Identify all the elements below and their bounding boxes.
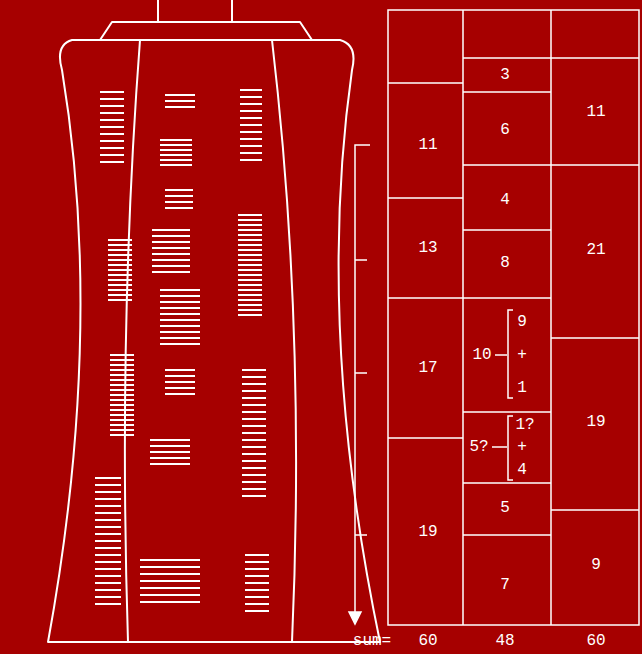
- bone-ridge: [125, 40, 140, 642]
- tally-number: 9: [591, 557, 601, 573]
- tally-number: 4: [517, 462, 527, 478]
- tally-number: 13: [418, 240, 437, 256]
- tally-number: 8: [500, 255, 510, 271]
- tally-number: 19: [418, 524, 437, 540]
- bone-outline: [48, 40, 380, 642]
- tally-number: 7: [500, 577, 510, 593]
- tally-number: 6: [500, 122, 510, 138]
- tally-number: 11: [586, 104, 605, 120]
- tally-number: 5: [500, 500, 510, 516]
- tally-number: 19: [586, 414, 605, 430]
- tally-number: 10: [472, 347, 491, 363]
- tally-number: 11: [418, 137, 437, 153]
- tally-number: 4: [500, 192, 510, 208]
- tally-number: +: [517, 439, 527, 455]
- tally-number: 60: [418, 633, 437, 649]
- sum-arrow: [349, 145, 370, 624]
- bone-ridge: [272, 40, 296, 642]
- tally-marks: [95, 90, 269, 611]
- bone-cap: [100, 22, 312, 40]
- bone-top: [158, 0, 232, 22]
- tally-number: 1: [517, 380, 527, 396]
- tally-number: 1?: [515, 417, 534, 433]
- tally-number: 17: [418, 360, 437, 376]
- tally-number: 9: [517, 314, 527, 330]
- tally-number: 48: [495, 633, 514, 649]
- tally-number: sum=: [353, 633, 391, 649]
- tally-number: 3: [500, 67, 510, 83]
- tally-table: [388, 10, 639, 625]
- tally-number: 5?: [469, 439, 488, 455]
- tally-number: 21: [586, 242, 605, 258]
- tally-number: 60: [586, 633, 605, 649]
- bracket: [492, 310, 513, 480]
- tally-number: +: [517, 347, 527, 363]
